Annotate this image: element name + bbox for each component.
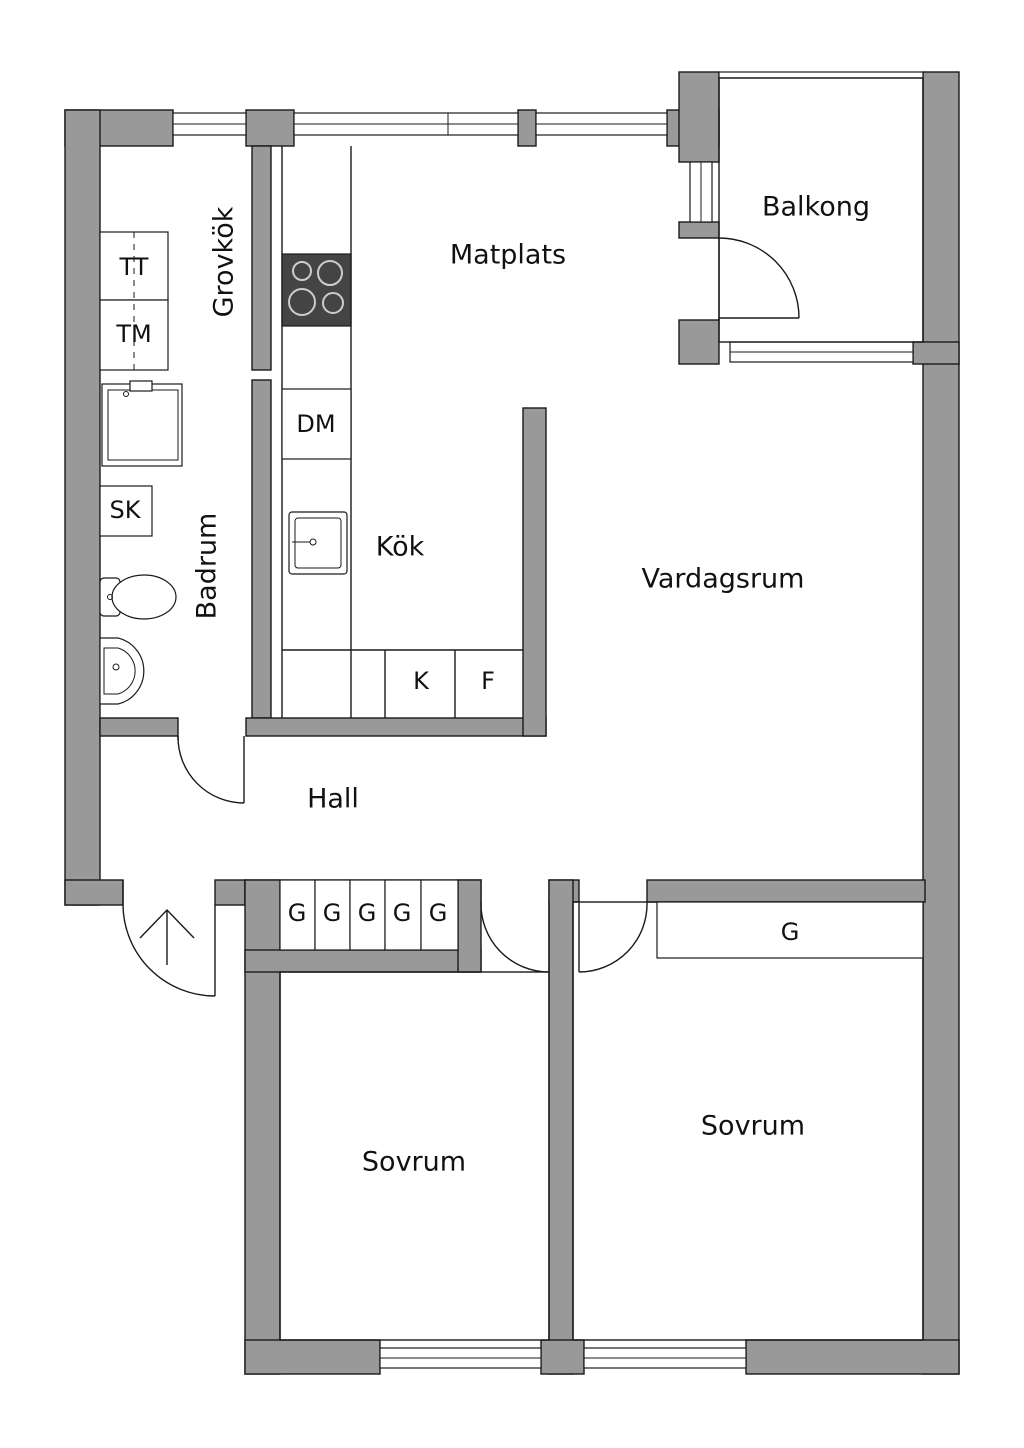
walls: [64, 71, 960, 1375]
label-vardagsrum: Vardagsrum: [642, 564, 805, 595]
arrow-up-icon: [139, 908, 195, 965]
label-dishwasher: DM: [296, 410, 335, 438]
label-wardrobe-hall-1: G: [288, 899, 307, 927]
label-washer: TM: [115, 320, 151, 348]
fixtures: [99, 231, 924, 959]
label-bathroom-cabinet: SK: [110, 496, 142, 524]
label-wardrobe-bedroom: G: [781, 918, 800, 946]
wall-hall-bottom-right: [646, 879, 926, 903]
fixture-labels: TT TM DM SK K F G G G G G G: [110, 253, 800, 946]
balcony-outline: [718, 77, 924, 343]
label-hall: Hall: [307, 784, 359, 815]
door-balcony-swing: [718, 237, 800, 319]
label-tumble-dryer: TT: [119, 253, 149, 281]
wall-bottom-left: [244, 1339, 381, 1375]
dishwasher-box: [281, 388, 352, 460]
wall-top-pier: [517, 109, 537, 147]
wall-between-bedrooms: [548, 879, 574, 1375]
doors: [122, 237, 800, 997]
wall-bottom-mid: [540, 1339, 585, 1375]
wall-left-entrance-stub: [64, 879, 124, 906]
wall-kitchen-bottom: [245, 717, 547, 737]
label-kok: Kök: [376, 532, 425, 563]
kitchen-sink-icon: [288, 511, 348, 575]
wall-bath-bottom: [99, 717, 179, 737]
wall-bottom-right: [745, 1339, 960, 1375]
label-matplats: Matplats: [450, 240, 566, 271]
door-bedroom-right-swing: [578, 901, 648, 973]
label-fridge: K: [413, 667, 430, 695]
label-wardrobe-hall-4: G: [393, 899, 412, 927]
washbasin-icon: [99, 637, 145, 705]
label-sovrum-right: Sovrum: [701, 1111, 805, 1142]
shower-icon: [101, 380, 183, 467]
wall-wardrobes-right: [457, 879, 482, 973]
wall-left: [64, 109, 101, 906]
wall-top-mid: [245, 109, 295, 147]
wall-balcony-right: [922, 71, 960, 1375]
room-labels: Grovkök Matplats Balkong Kök Vardagsrum …: [192, 192, 871, 1178]
stove-icon: [281, 253, 352, 327]
door-bedroom-left-swing: [480, 901, 550, 973]
bedroom-wardrobe-box: [656, 901, 924, 959]
bedroom-left-outline: [279, 971, 550, 1341]
wall-entrance-right: [214, 879, 246, 906]
hall-wardrobes: [279, 879, 459, 951]
label-wardrobe-hall-2: G: [323, 899, 342, 927]
bathroom-cabinet-box: [99, 485, 153, 537]
label-wardrobe-hall-3: G: [358, 899, 377, 927]
window-balcony-top: [718, 71, 924, 79]
label-wardrobe-hall-5: G: [429, 899, 448, 927]
label-grovkok: Grovkök: [209, 206, 240, 317]
label-freezer: F: [481, 667, 495, 695]
wall-kitchen-partition: [522, 407, 547, 737]
windows: [172, 71, 924, 1369]
label-badrum: Badrum: [192, 513, 223, 620]
wall-balcony-bottom-right: [912, 341, 960, 365]
toilet-icon: [99, 574, 177, 620]
wall-balcony-top-left: [678, 71, 720, 163]
wall-bath-kitchen-lower: [251, 379, 272, 719]
wall-bath-kitchen: [251, 145, 272, 371]
tumble-dryer-box: [99, 231, 169, 301]
label-sovrum-left: Sovrum: [362, 1147, 466, 1178]
wall-balcony-window-left: [678, 221, 720, 239]
door-entrance-swing: [122, 904, 216, 997]
wall-wardrobes-bottom: [244, 949, 482, 973]
door-bath-swing: [177, 735, 245, 804]
wall-balcony-lower-left: [678, 319, 720, 365]
washer-box: [99, 299, 169, 371]
label-balkong: Balkong: [762, 192, 870, 223]
